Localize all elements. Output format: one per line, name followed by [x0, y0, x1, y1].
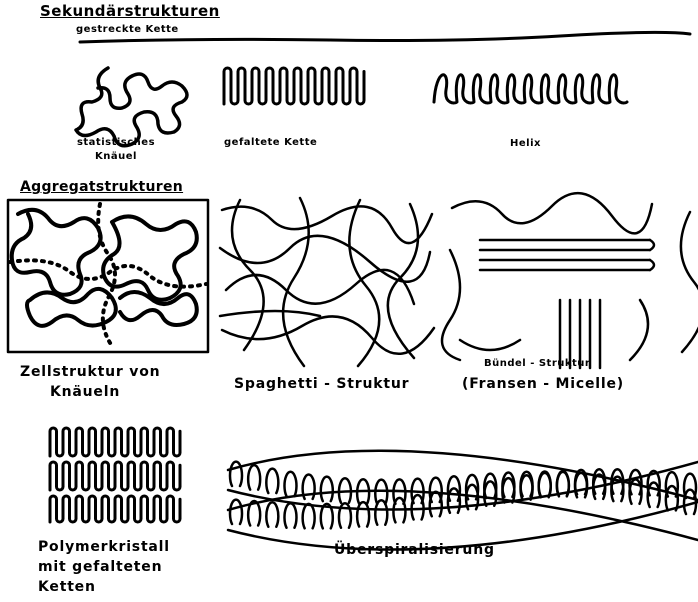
folded-chain-label: gefaltete Kette: [224, 137, 317, 148]
statistical-coil-shape: [76, 68, 187, 146]
helix-label: Helix: [510, 138, 541, 149]
polymer-crystal-label-line2: mit gefalteten: [38, 559, 162, 575]
statistical-coil-label-line1: statistisches: [72, 137, 160, 148]
statistical-coil-label-line2: Knäuel: [72, 151, 160, 162]
bundle-structure-panel: [442, 193, 698, 368]
folded-chain-shape: [224, 68, 364, 104]
spaghetti-structure-panel: [220, 198, 434, 366]
stretched-chain-label: gestreckte Kette: [76, 24, 179, 35]
spaghetti-structure-label: Spaghetti - Struktur: [234, 376, 409, 392]
polymer-crystal-label-line3: Ketten: [38, 579, 96, 595]
crystal-folded-row: [50, 462, 180, 490]
polymer-crystal-label-line1: Polymerkristall: [38, 539, 170, 555]
cell-structure-label-line1: Zellstruktur von: [20, 364, 160, 380]
secondary-structures-title: Sekundärstrukturen: [40, 2, 220, 20]
helix-shape: [434, 75, 627, 103]
fringed-micelle-label: (Fransen - Micelle): [462, 376, 624, 392]
aggregate-structures-title: Aggregatstrukturen: [20, 179, 183, 195]
superhelix-label: Überspiralisierung: [334, 542, 495, 558]
cell-structure-label-line2: Knäueln: [50, 384, 120, 400]
cell-structure-panel: [8, 200, 208, 352]
crystal-folded-row: [50, 428, 180, 456]
bundle-structure-label: Bündel - Struktur: [484, 358, 590, 369]
superhelix-shape: [228, 451, 698, 550]
crystal-folded-row: [50, 496, 180, 522]
